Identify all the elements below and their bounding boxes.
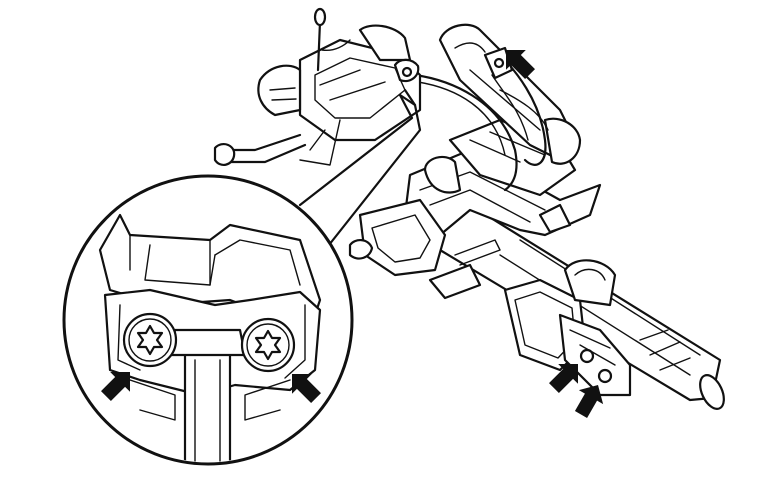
detail-magnifier — [62, 174, 354, 466]
callout-arrow-icon — [101, 372, 130, 401]
magnifier-leader — [298, 88, 422, 252]
wire-harness — [413, 46, 547, 192]
tilt-bracket — [257, 24, 422, 166]
lower-bracket — [503, 259, 632, 397]
steering-column-assembly — [213, 7, 725, 410]
bracket-bolt-upper — [579, 348, 595, 364]
callout-arrow-icon — [574, 385, 604, 418]
steering-shaft — [438, 203, 725, 410]
tilt-lever — [213, 133, 307, 166]
callout-arrow-icon — [549, 364, 578, 393]
callout-arrows — [101, 50, 604, 418]
release-rod — [313, 7, 351, 72]
mounting-plates — [348, 198, 572, 300]
bracket-bolt-lower — [597, 368, 613, 384]
upper-tube — [438, 23, 582, 165]
callout-arrow-icon — [506, 50, 535, 79]
torx-bolt-icon — [122, 312, 178, 368]
torx-bolt-icon — [240, 317, 296, 373]
callout-arrow-icon — [292, 374, 321, 403]
